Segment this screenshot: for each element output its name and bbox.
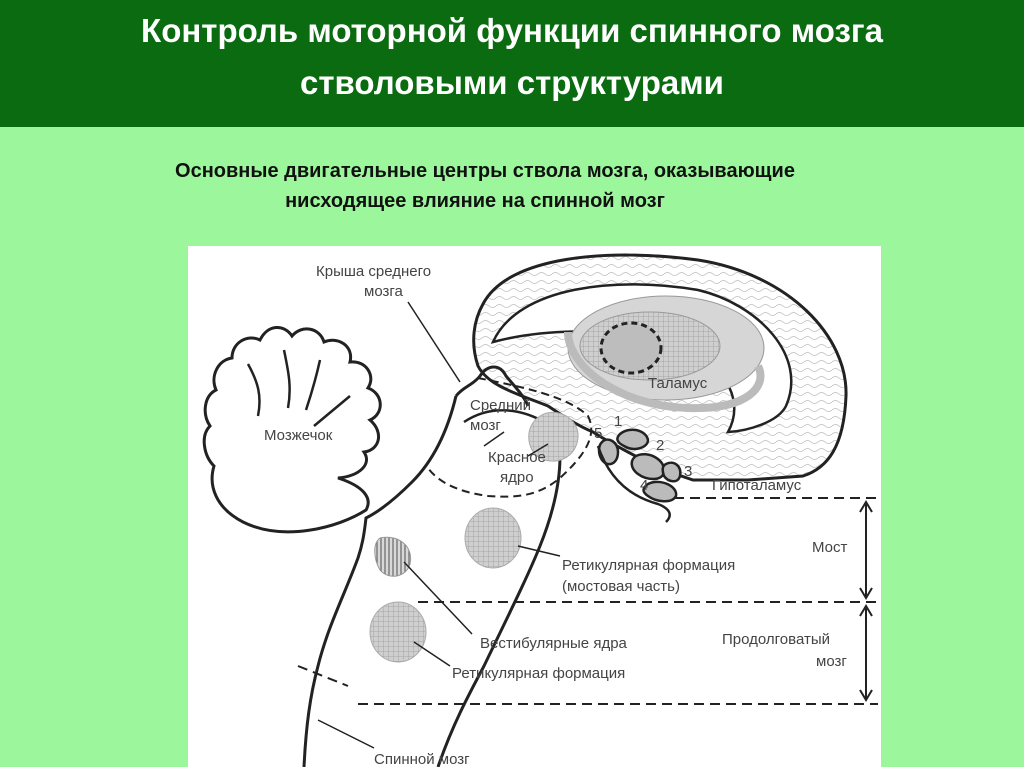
vestibular-nuclei <box>374 536 412 577</box>
label-n5: 5 <box>594 425 602 442</box>
label-tectum-1: Крыша среднего <box>316 263 431 280</box>
label-red-nucleus-2: ядро <box>500 469 534 486</box>
label-medulla-2: мозг <box>816 653 847 670</box>
thalamus-nucleus <box>599 321 663 375</box>
leader-pontine <box>517 545 561 557</box>
label-n1: 1 <box>614 413 622 430</box>
label-midbrain-2: мозг <box>470 417 501 434</box>
brainstem-outline-front <box>436 455 562 767</box>
leader-reticular <box>413 641 451 667</box>
leader-red-nucleus <box>527 443 549 457</box>
leader-midbrain <box>483 431 505 447</box>
nucleus-2 <box>630 453 666 481</box>
subtitle-line-2: нисходящее влияние на спинной мозг <box>285 190 665 212</box>
brainstem-diagram: Крыша среднего мозга Мозжечок Средний мо… <box>188 246 881 767</box>
label-thalamus: Таламус <box>648 375 708 392</box>
label-n3: 3 <box>684 463 692 480</box>
label-pons: Мост <box>812 539 848 556</box>
slide-title-line-2: стволовыми структурами <box>300 64 724 101</box>
nucleus-5 <box>597 438 620 466</box>
subtitle-line-1: Основные двигательные центры ствола мозг… <box>175 160 795 182</box>
cerebellum-outline <box>202 326 382 534</box>
reticular-pontine <box>464 507 522 569</box>
brainstem-outline-back <box>302 395 458 767</box>
label-reticular-pontine-1: Ретикулярная формация <box>562 557 735 574</box>
pons-range-arrow <box>859 500 873 600</box>
leader-spinal <box>317 719 375 749</box>
label-red-nucleus-1: Красное <box>488 449 546 466</box>
thalamus-ring <box>564 331 765 413</box>
cerebellum-folia <box>246 349 351 427</box>
label-reticular-pontine-2: (мостовая часть) <box>562 578 680 595</box>
label-spinal-cord: Спинной мозг <box>374 751 470 767</box>
label-vestibular: Вестибулярные ядра <box>480 635 628 652</box>
label-medulla-1: Продолговатый <box>722 631 830 648</box>
brainstem-diagram-svg: Крыша среднего мозга Мозжечок Средний мо… <box>202 253 878 767</box>
label-n4: 4 <box>640 477 648 494</box>
midbrain-boundary <box>427 377 593 498</box>
level-line-spinal <box>297 665 349 687</box>
nucleus-3 <box>661 461 682 483</box>
tectum-outline <box>454 365 530 407</box>
label-n2: 2 <box>656 437 664 454</box>
leader-tectum <box>407 301 461 383</box>
slide-title-line-1: Контроль моторной функции спинного мозга <box>141 12 883 49</box>
reticular-medulla <box>369 601 427 663</box>
label-cerebellum: Мозжечок <box>264 427 333 444</box>
label-midbrain-1: Средний <box>470 397 531 414</box>
nucleus-1 <box>616 428 650 451</box>
hypothalamus-outline <box>596 445 671 523</box>
label-tectum-2: мозга <box>364 283 404 300</box>
medulla-range-arrow <box>859 604 873 702</box>
slide-header: Контроль моторной функции спинного мозга… <box>0 0 1024 127</box>
nucleus-4 <box>642 480 678 503</box>
leader-vestibular <box>403 561 473 635</box>
label-hypothalamus: Гипоталамус <box>712 477 802 494</box>
label-reticular: Ретикулярная формация <box>452 665 625 682</box>
